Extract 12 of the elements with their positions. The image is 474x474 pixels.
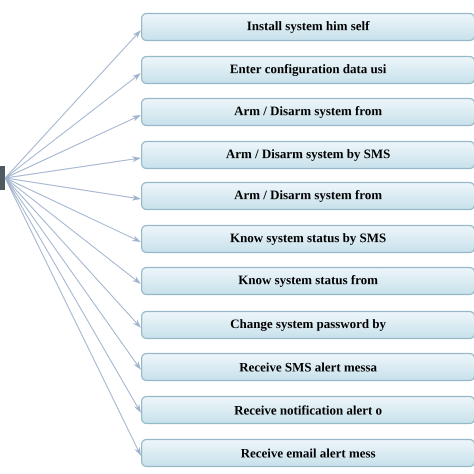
- use-case-box: Arm / Disarm system from: [141, 98, 474, 126]
- use-case-box: Enter configuration data usi: [141, 56, 474, 84]
- use-case-box: Install system him self: [141, 12, 474, 42]
- use-case-box: Receive email alert mess: [141, 438, 474, 468]
- use-case-box: Know system status from: [141, 266, 474, 296]
- use-case-box: Know system status by SMS: [141, 224, 474, 254]
- use-case-box: Receive notification alert o: [141, 396, 474, 424]
- use-case-box: Change system password by: [141, 310, 474, 340]
- use-case-box: Arm / Disarm system from: [141, 182, 474, 210]
- actor-figure: [0, 166, 5, 190]
- use-case-box: Receive SMS alert messa: [141, 352, 474, 382]
- use-case-box: Arm / Disarm system by SMS: [141, 140, 474, 170]
